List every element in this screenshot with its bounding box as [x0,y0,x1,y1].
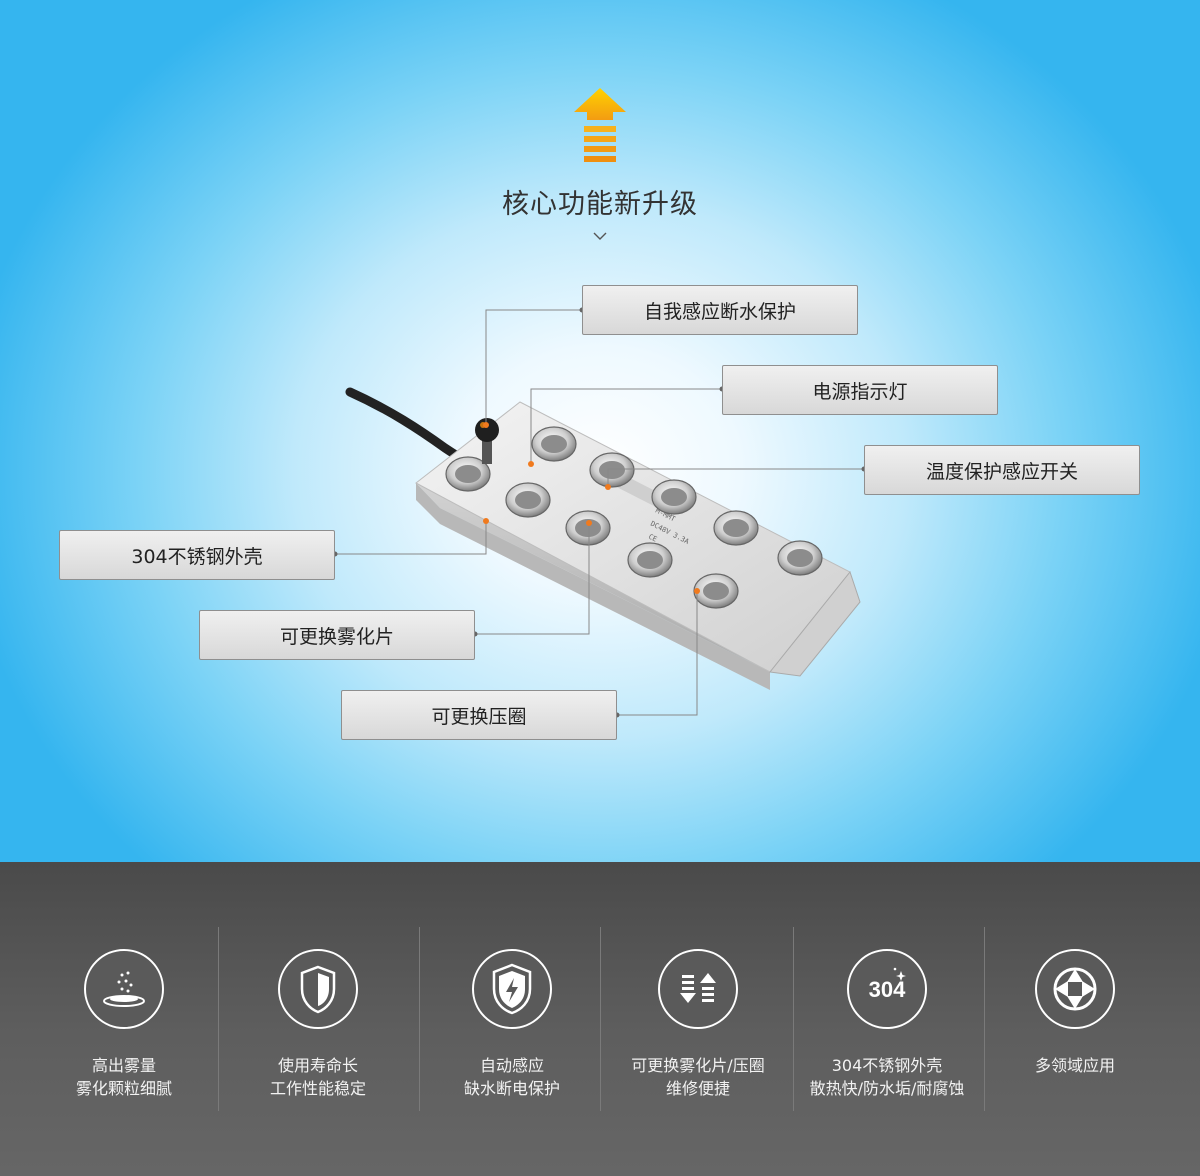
callout-pressure-ring: 可更换压圈 [341,690,617,740]
feature-line2: 缺水断电保护 [463,1079,560,1098]
feature-line1: 高出雾量 [91,1056,156,1075]
feature-divider [600,927,601,1111]
callout-atomizer-disc: 可更换雾化片 [199,610,475,660]
mist-particles-icon [84,949,164,1029]
shield-icon [278,949,358,1029]
feature-line2: 工作性能稳定 [269,1079,366,1098]
callout-steel-housing: 304不锈钢外壳 [59,530,335,580]
feature-mist: 高出雾量 雾化颗粒细腻 [44,862,204,1176]
feature-divider [793,927,794,1111]
steel-304-icon: 304 [847,949,927,1029]
upgrade-arrow-icon [574,88,626,162]
sensor-knob [475,418,499,442]
section-title: 核心功能新升级 [502,189,698,220]
feature-divider [218,927,219,1111]
aperture-icon [1035,949,1115,1029]
feature-line2: 雾化颗粒细腻 [75,1079,172,1098]
feature-line1: 自动感应 [479,1056,544,1075]
feature-replaceable: 可更换雾化片/压圈 维修便捷 [618,862,778,1176]
feature-line1: 可更换雾化片/压圈 [631,1056,765,1075]
mounting-bracket [769,570,861,677]
feature-lifespan: 使用寿命长 工作性能稳定 [238,862,398,1176]
swap-arrows-icon [658,949,738,1029]
feature-divider [984,927,985,1111]
callout-water-sensor: 自我感应断水保护 [582,285,858,335]
features-section: 高出雾量 雾化颗粒细腻 使用寿命长 工作性能稳定 自动感应 缺水断电保护 [0,862,1200,1176]
feature-line2: 维修便捷 [665,1079,730,1098]
feature-line1: 多领域应用 [1034,1056,1115,1075]
shield-lightning-icon [472,949,552,1029]
svg-text:CE: CE [647,533,658,544]
feature-line2: 散热快/防水垢/耐腐蚀 [809,1079,965,1098]
feature-multi-domain: 多领域应用 [994,862,1156,1176]
hero-section: 核心功能新升级 [0,0,1200,862]
feature-steel: 304 304不锈钢外壳 散热快/防水垢/耐腐蚀 [802,862,972,1176]
feature-auto-sensor: 自动感应 缺水断电保护 [432,862,592,1176]
chevron-down-icon [593,232,607,240]
steel-304-text: 304 [869,977,906,1002]
feature-divider [419,927,420,1111]
callout-power-indicator: 电源指示灯 [722,365,998,415]
callout-temperature-switch: 温度保护感应开关 [864,445,1140,495]
feature-line1: 使用寿命长 [277,1056,358,1075]
atomizer-rings [445,426,823,609]
product-diagram: M-MMT DC48V 3.3A CE [332,307,867,718]
feature-line1: 304不锈钢外壳 [831,1056,943,1075]
